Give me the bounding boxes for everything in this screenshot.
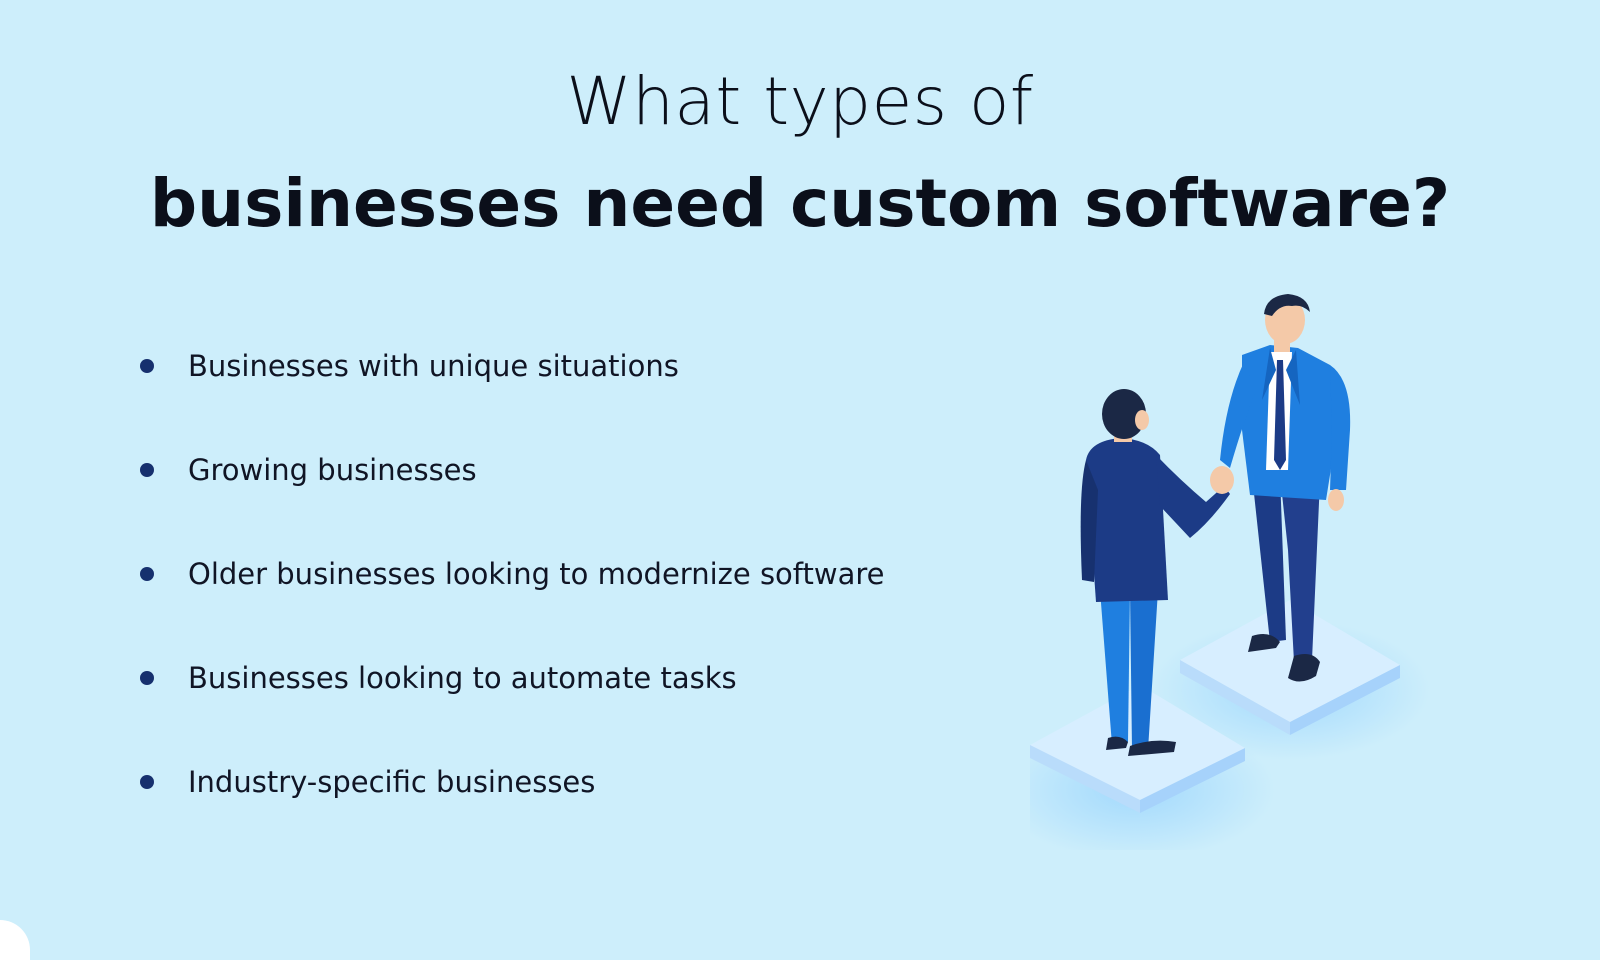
title-line-2: businesses need custom software? [149, 165, 1451, 242]
platform-right [1150, 600, 1430, 760]
list-item: Businesses with unique situations [140, 340, 884, 392]
list-item-label: Industry-specific businesses [188, 765, 596, 799]
business-types-list: Businesses with unique situations Growin… [140, 340, 884, 860]
businessman-dark-suit [1080, 389, 1234, 756]
handshake-illustration [1030, 294, 1430, 850]
bullet-icon [140, 775, 154, 789]
bullet-icon [140, 463, 154, 477]
page-title: What types of businesses need custom sof… [0, 56, 1600, 250]
bullet-icon [140, 567, 154, 581]
corner-decoration [0, 920, 30, 960]
list-item-label: Businesses with unique situations [188, 349, 679, 383]
list-item: Businesses looking to automate tasks [140, 652, 884, 704]
list-item: Growing businesses [140, 444, 884, 496]
list-item: Industry-specific businesses [140, 756, 884, 808]
list-item-label: Older businesses looking to modernize so… [188, 557, 885, 591]
title-line-1: What types of [566, 63, 1034, 140]
businessman-blue-suit [1220, 294, 1351, 682]
list-item-label: Businesses looking to automate tasks [188, 661, 737, 695]
bullet-icon [140, 671, 154, 685]
list-item-label: Growing businesses [188, 453, 477, 487]
bullet-icon [140, 359, 154, 373]
list-item: Older businesses looking to modernize so… [140, 548, 884, 600]
